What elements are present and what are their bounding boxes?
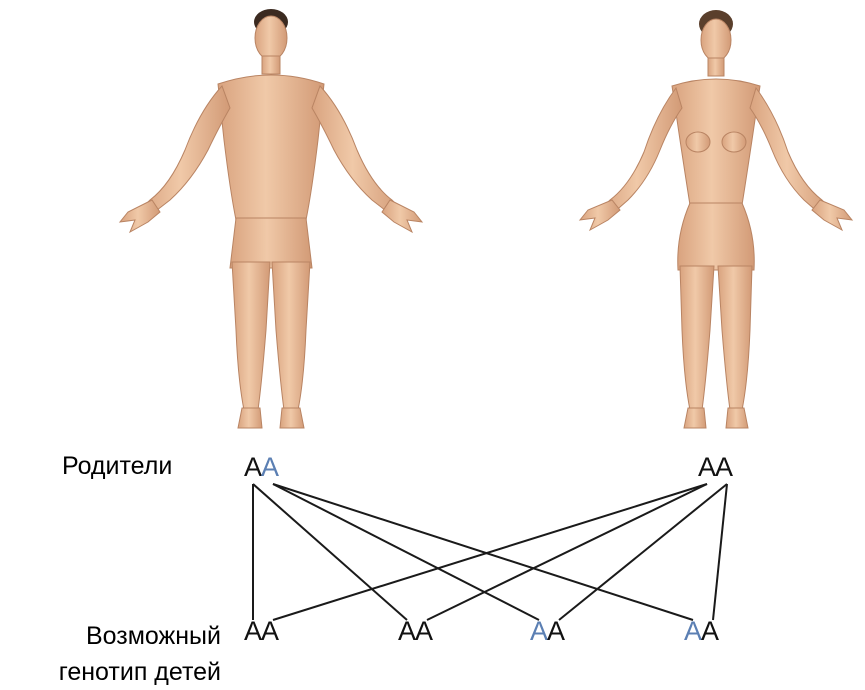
offspring-genotype-3: AA [530, 616, 564, 646]
inheritance-line-8 [713, 484, 727, 620]
parent-genotype-1: AA [244, 452, 278, 482]
offspring-4-allele-2: A [701, 616, 718, 646]
offspring-1-allele-1: A [244, 616, 261, 646]
offspring-genotype-label: Возможный генотип детей [59, 618, 221, 690]
inheritance-line-2 [253, 484, 407, 620]
offspring-3-allele-2: A [547, 616, 564, 646]
parent-2-allele-1: A [698, 452, 715, 482]
offspring-genotype-4: AA [684, 616, 718, 646]
parent-1-allele-2: A [261, 452, 278, 482]
offspring-3-allele-1: A [530, 616, 547, 646]
parents-label: Родители [62, 451, 172, 481]
inheritance-line-3 [273, 484, 539, 620]
offspring-2-allele-1: A [398, 616, 415, 646]
inheritance-line-6 [427, 484, 707, 620]
offspring-4-allele-1: A [684, 616, 701, 646]
offspring-genotype-2: AA [398, 616, 432, 646]
parent-2-allele-2: A [715, 452, 732, 482]
parent-genotype-2: AA [698, 452, 732, 482]
offspring-1-allele-2: A [261, 616, 278, 646]
parent-1-allele-1: A [244, 452, 261, 482]
offspring-genotype-1: AA [244, 616, 278, 646]
offspring-2-allele-2: A [415, 616, 432, 646]
offspring-label-line2: генотип детей [59, 654, 221, 690]
offspring-label-line1: Возможный [59, 618, 221, 654]
